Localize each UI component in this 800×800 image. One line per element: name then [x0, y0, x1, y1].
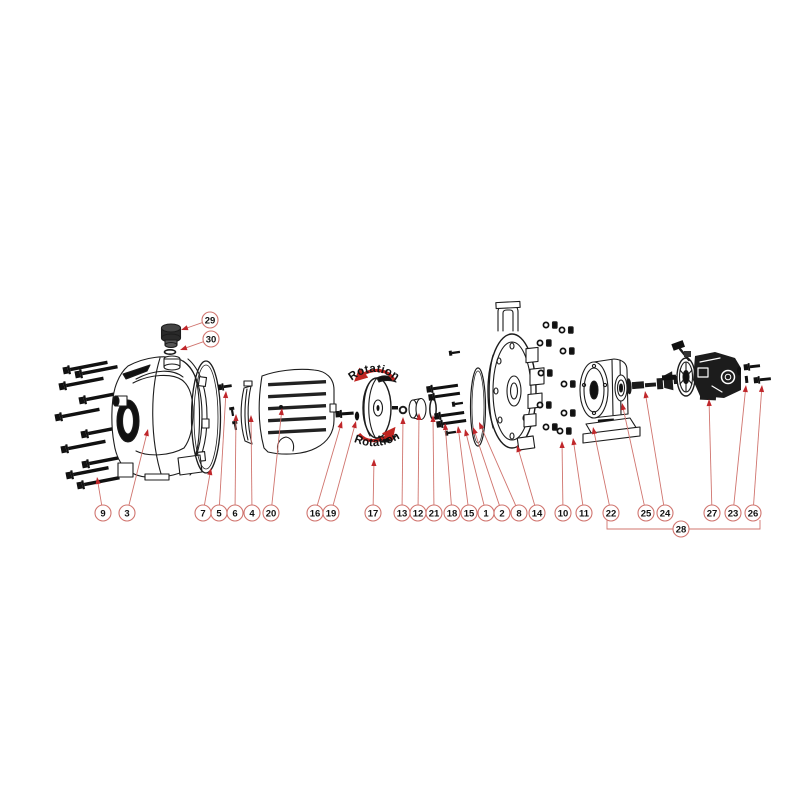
- svg-text:27: 27: [707, 508, 718, 519]
- gasket-art: [469, 367, 487, 447]
- svg-text:4: 4: [249, 508, 255, 519]
- callout-2: 2: [472, 427, 511, 522]
- svg-text:28: 28: [676, 524, 687, 535]
- svg-text:16: 16: [310, 508, 321, 519]
- svg-text:7: 7: [200, 508, 205, 519]
- callout-9: 9: [94, 477, 112, 522]
- seal-stack-art: [392, 397, 437, 421]
- motor-bracket-art: [579, 358, 641, 444]
- callout-6: 6: [226, 414, 244, 522]
- svg-text:30: 30: [206, 334, 217, 345]
- callout-30: 30: [180, 330, 220, 351]
- callout-10: 10: [554, 441, 572, 522]
- callout-7: 7: [194, 468, 213, 522]
- plug-oring-art: [163, 348, 177, 355]
- pump-housing-art: [111, 355, 210, 481]
- callout-17: 17: [364, 459, 382, 522]
- callout-22: 22: [591, 427, 620, 522]
- svg-text:13: 13: [397, 508, 408, 519]
- svg-text:23: 23: [728, 508, 739, 519]
- callout-19: 19: [322, 421, 357, 522]
- svg-text:15: 15: [464, 508, 475, 519]
- bearing-art: [614, 374, 628, 402]
- svg-text:14: 14: [532, 508, 543, 519]
- callout-25: 25: [620, 403, 655, 522]
- svg-text:10: 10: [558, 508, 569, 519]
- svg-text:3: 3: [124, 508, 129, 519]
- pump-head-art: [661, 340, 741, 401]
- callout-1: 1: [464, 429, 495, 522]
- rotation-arrow-bottom: [357, 426, 396, 443]
- callout-29: 29: [181, 311, 219, 331]
- callout-15: 15: [456, 426, 478, 522]
- svg-text:11: 11: [579, 508, 590, 519]
- shaft-art: [626, 371, 680, 395]
- callout-8: 8: [479, 422, 528, 522]
- diffuser-art: [258, 368, 337, 455]
- rotation-annotation: Rotation Rotation: [346, 363, 401, 449]
- housing-oring-art: [190, 360, 222, 474]
- svg-text:18: 18: [447, 508, 458, 519]
- svg-text:17: 17: [368, 508, 379, 519]
- svg-text:8: 8: [516, 508, 521, 519]
- callout-4: 4: [243, 415, 261, 522]
- callout-26: 26: [744, 385, 765, 522]
- callout-group-28: 28: [606, 520, 761, 538]
- svg-text:22: 22: [606, 508, 617, 519]
- priming-plug-art: [160, 323, 182, 349]
- svg-text:2: 2: [499, 508, 504, 519]
- svg-text:5: 5: [216, 508, 222, 519]
- callout-20: 20: [262, 408, 284, 522]
- svg-text:21: 21: [429, 508, 440, 519]
- venturi-art: [240, 380, 253, 445]
- callout-13: 13: [393, 417, 411, 522]
- callout-14: 14: [516, 445, 546, 522]
- svg-text:1: 1: [483, 508, 489, 519]
- nut-set-art: [536, 321, 576, 435]
- seal-plate-art: [487, 300, 545, 451]
- svg-text:6: 6: [232, 508, 237, 519]
- svg-text:12: 12: [413, 508, 424, 519]
- casing-bolts-art: [426, 350, 467, 436]
- impeller-bolt-art: [335, 409, 354, 419]
- head-screws-art: [737, 363, 772, 384]
- callout-27: 27: [703, 399, 721, 522]
- callout-11: 11: [571, 438, 593, 522]
- rotation-label-top: Rotation: [346, 363, 401, 383]
- callout-21: 21: [425, 415, 443, 522]
- impeller-washer-art: [354, 411, 360, 421]
- svg-text:29: 29: [205, 315, 216, 326]
- callout-5: 5: [210, 391, 229, 522]
- svg-text:26: 26: [748, 508, 759, 519]
- rotation-arrow-top: [354, 367, 396, 382]
- svg-text:25: 25: [641, 508, 652, 519]
- svg-text:24: 24: [660, 508, 671, 519]
- callout-18: 18: [442, 423, 461, 522]
- svg-text:9: 9: [100, 508, 105, 519]
- callout-16: 16: [306, 421, 343, 522]
- callout-23: 23: [724, 385, 748, 522]
- callout-12: 12: [409, 413, 427, 522]
- svg-text:20: 20: [266, 508, 277, 519]
- svg-text:19: 19: [326, 508, 337, 519]
- callout-24: 24: [643, 391, 674, 522]
- callout-3: 3: [118, 429, 149, 522]
